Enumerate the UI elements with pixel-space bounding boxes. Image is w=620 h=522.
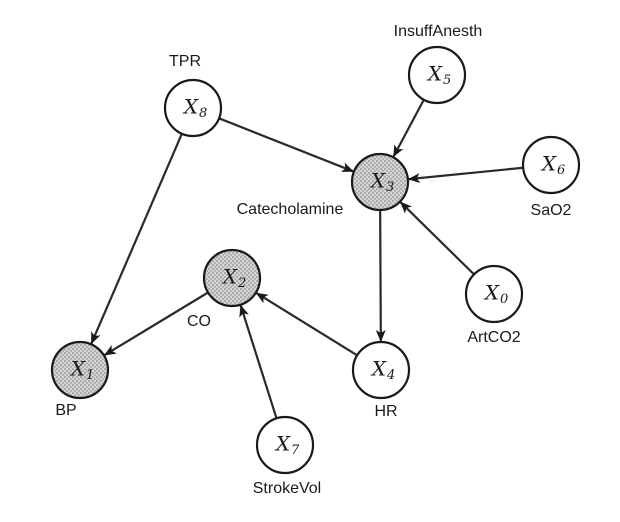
node-variable-x5: X bbox=[426, 62, 443, 86]
node-variable-x3: X bbox=[369, 169, 386, 193]
node-subscript-x7: 7 bbox=[291, 443, 300, 458]
node-circle-x4 bbox=[351, 340, 411, 400]
node-circle-x2 bbox=[202, 248, 262, 308]
node-subscript-x6: 6 bbox=[557, 163, 565, 178]
node-subscript-x0: 0 bbox=[500, 292, 508, 307]
edge-x2-to-x1 bbox=[103, 291, 209, 356]
node-label-x2: CO bbox=[187, 313, 211, 330]
node-variable-x6: X bbox=[540, 152, 557, 176]
edge-x5-to-x3 bbox=[392, 99, 425, 158]
node-variable-x4: X bbox=[370, 357, 387, 381]
node-circle-x3 bbox=[350, 152, 410, 212]
node-subscript-x8: 8 bbox=[199, 106, 207, 121]
node-circle-x1 bbox=[50, 340, 110, 400]
node-variable-x2: X bbox=[221, 265, 238, 289]
edge-x4-to-x2 bbox=[255, 292, 358, 357]
node-circle-x0 bbox=[464, 264, 524, 324]
edge-x6-to-x3 bbox=[407, 166, 524, 184]
node-label-x0: ArtCO2 bbox=[467, 329, 520, 346]
edge-x3-to-x4 bbox=[375, 209, 386, 343]
node-subscript-x1: 1 bbox=[86, 368, 94, 383]
node-variable-x1: X bbox=[69, 357, 86, 381]
node-variable-x7: X bbox=[274, 432, 291, 456]
edge-x7-to-x2 bbox=[239, 304, 278, 419]
node-label-x3: Catecholamine bbox=[237, 201, 344, 218]
node-subscript-x5: 5 bbox=[443, 73, 451, 88]
node-label-x5: InsuffAnesth bbox=[394, 23, 483, 40]
node-label-x8: TPR bbox=[169, 53, 201, 70]
node-variable-x8: X bbox=[182, 95, 199, 119]
node-circle-x7 bbox=[255, 415, 315, 475]
node-subscript-x2: 2 bbox=[237, 276, 246, 291]
node-circle-x6 bbox=[521, 135, 581, 195]
edge-x8-to-x1 bbox=[90, 133, 183, 345]
node-label-x6: SaO2 bbox=[531, 202, 572, 219]
node-label-x4: HR bbox=[374, 403, 397, 420]
node-label-x1: BP bbox=[55, 402, 76, 419]
node-subscript-x3: 3 bbox=[386, 180, 394, 195]
node-label-x7: StrokeVol bbox=[253, 480, 321, 497]
edge-x8-to-x3 bbox=[218, 117, 354, 173]
node-circle-x5 bbox=[407, 45, 467, 105]
edges-layer bbox=[90, 99, 524, 419]
edge-x0-to-x3 bbox=[399, 201, 475, 276]
node-circle-x8 bbox=[163, 78, 223, 138]
node-variable-x0: X bbox=[483, 281, 500, 305]
node-subscript-x4: 4 bbox=[386, 368, 395, 383]
